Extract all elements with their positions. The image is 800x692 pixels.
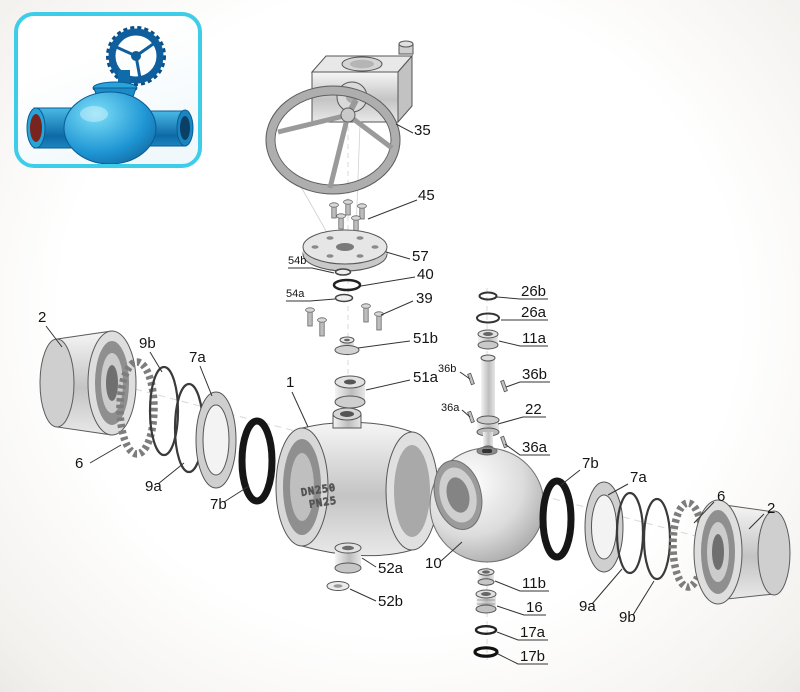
part-label-1: 1 (286, 374, 295, 391)
part-end-cap-2-right (693, 499, 791, 605)
part-bushing-11b (477, 568, 495, 586)
part-oring-9b-left (148, 365, 180, 457)
part-washer-54b (334, 268, 352, 276)
part-studs-45 (329, 199, 367, 232)
part-trunnion-16 (475, 589, 497, 614)
part-gearbox-35 (310, 40, 414, 124)
part-pins-36b (467, 372, 508, 393)
part-fitting-52a (334, 542, 362, 574)
part-ball-10 (429, 446, 545, 563)
part-oring-26b (478, 291, 498, 301)
part-label-26a: 26a (521, 304, 547, 321)
part-label-11a: 11a (522, 330, 546, 347)
part-end-cap-2-left (39, 330, 137, 436)
part-oring-26a (476, 312, 500, 324)
part-label-26b: 26b (521, 283, 547, 300)
part-oring-9a-right (615, 491, 645, 575)
part-label-6-left: 6 (75, 455, 84, 472)
part-label-36b-left: 36b (438, 363, 457, 375)
part-gland-51b (334, 336, 360, 355)
inset-valve-body (63, 91, 157, 164)
part-label-7a-left: 7a (189, 349, 206, 366)
part-valve-body-1: DN250 PN25 (275, 407, 439, 557)
part-spring-6-left (116, 358, 158, 458)
part-label-9b-right: 9b (619, 609, 636, 626)
part-label-52a: 52a (378, 560, 404, 577)
body-marking-pn: PN25 (308, 495, 337, 510)
part-mounting-flange-57 (302, 229, 388, 272)
part-stem-housing-51a (334, 375, 366, 409)
part-label-57: 57 (412, 248, 429, 265)
part-label-45: 45 (418, 187, 435, 204)
inset-handwheel (106, 26, 166, 86)
part-seat-7a-left (195, 391, 237, 489)
part-label-6-right: 6 (717, 488, 726, 505)
part-label-22: 22 (525, 401, 542, 418)
part-label-7b-right: 7b (582, 455, 599, 472)
part-label-52b: 52b (378, 593, 404, 610)
part-label-17a: 17a (520, 624, 546, 641)
part-label-35: 35 (414, 122, 431, 139)
part-studs-39 (305, 303, 384, 337)
part-label-54a: 54a (286, 288, 305, 300)
part-label-36b-right: 36b (522, 366, 548, 383)
part-oring-40 (332, 278, 362, 292)
part-label-7b-left: 7b (210, 496, 227, 513)
part-label-2-left: 2 (38, 309, 47, 326)
product-photo-inset (14, 12, 202, 168)
part-label-2-right: 2 (767, 500, 776, 517)
product-photo (26, 26, 194, 164)
part-disc-52b (326, 581, 350, 591)
part-oring-17a (474, 625, 498, 636)
part-oring-7b-right (539, 477, 575, 561)
part-bushing-11a (477, 329, 499, 350)
part-stem-22 (476, 354, 500, 451)
part-label-51a: 51a (413, 369, 439, 386)
part-label-9a-right: 9a (579, 598, 596, 615)
part-oring-17b (473, 646, 499, 658)
part-label-11b: 11b (522, 575, 546, 592)
part-label-9a-left: 9a (145, 478, 162, 495)
part-handwheel (265, 85, 401, 195)
part-label-36a-right: 36a (522, 439, 548, 456)
inset-left-pipe (26, 107, 73, 149)
part-label-10: 10 (425, 555, 442, 572)
part-label-51b: 51b (413, 330, 439, 347)
part-oring-7b-left (238, 417, 276, 505)
part-washer-54a (334, 293, 354, 303)
part-label-40: 40 (417, 266, 434, 283)
part-seat-7a-right (584, 481, 624, 573)
part-label-9b-left: 9b (139, 335, 156, 352)
guide-lines (111, 123, 773, 660)
part-label-17b: 17b (520, 648, 546, 665)
part-label-16: 16 (526, 599, 543, 616)
part-label-54b: 54b (288, 255, 307, 267)
part-label-36a-left: 36a (441, 402, 460, 414)
part-oring-9b-right (642, 497, 672, 581)
leader-lines (45, 123, 765, 665)
part-label-7a-right: 7a (630, 469, 647, 486)
part-label-39: 39 (416, 290, 433, 307)
